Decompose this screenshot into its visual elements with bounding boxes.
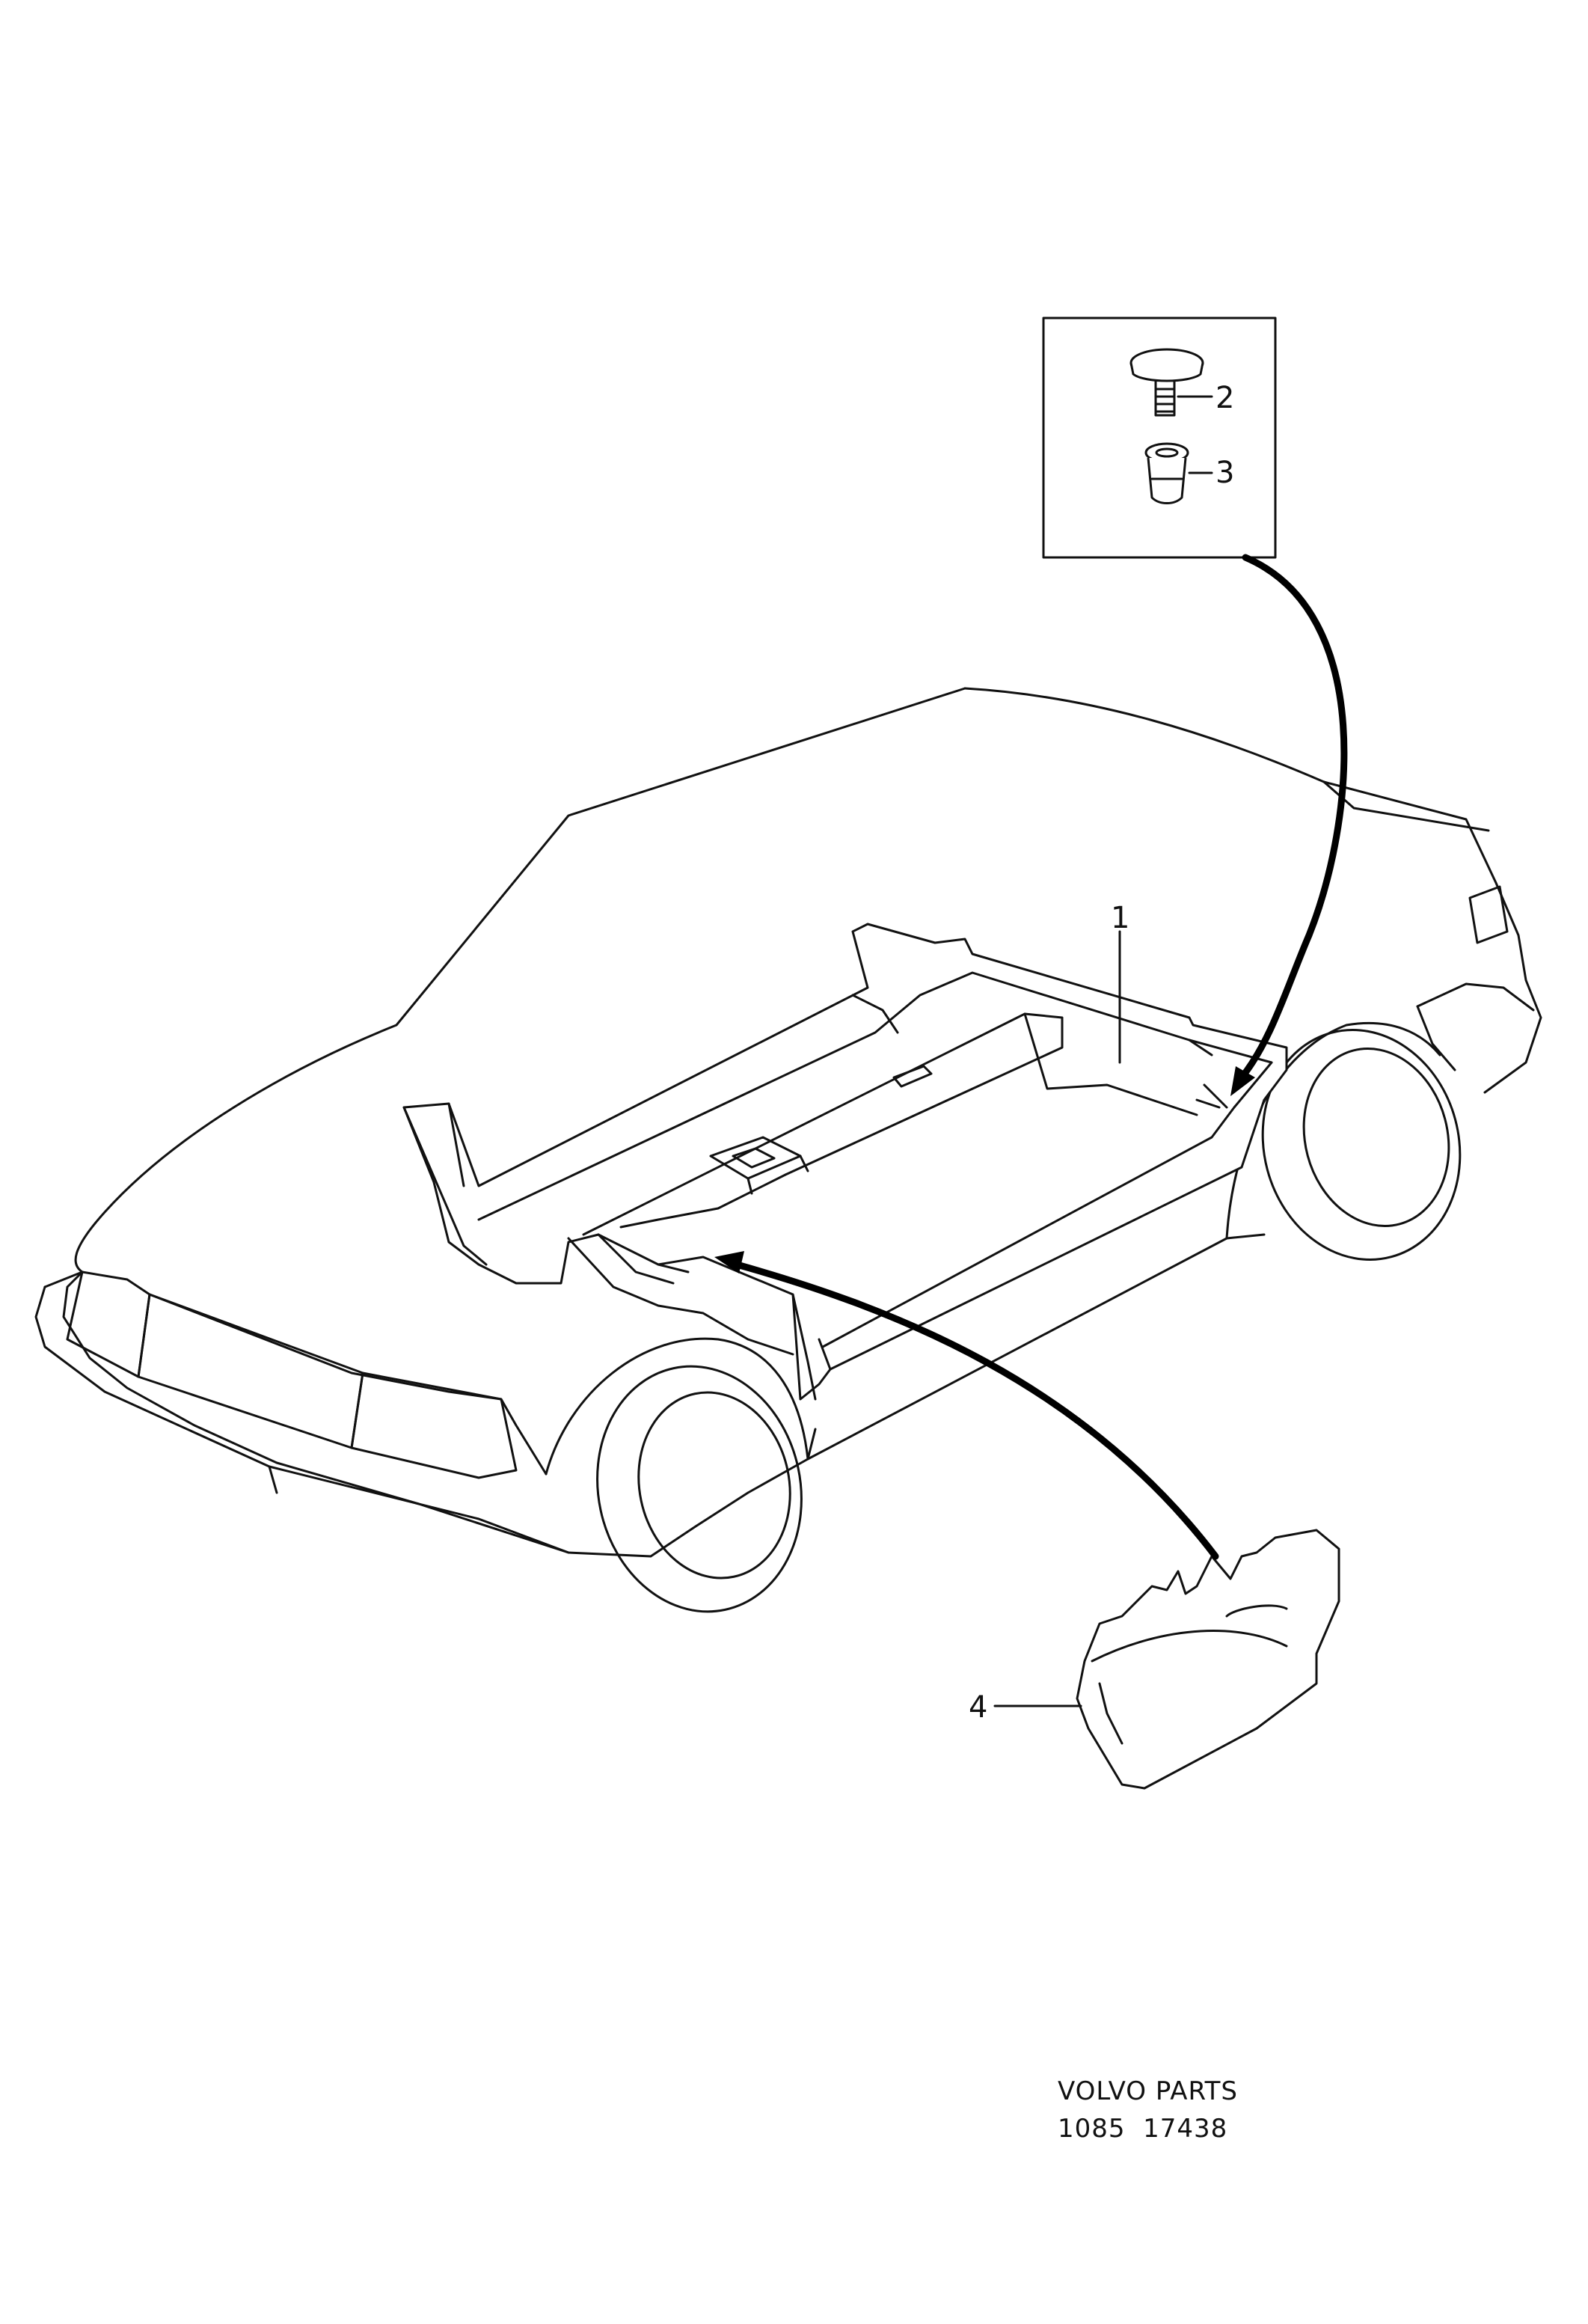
pointer-arrows: [714, 554, 1348, 1560]
side-panel-part: [1076, 1529, 1340, 1790]
clip-fastener-icon: [1129, 348, 1213, 417]
floor-carpet: [402, 923, 1288, 1401]
leader-lines: [993, 930, 1121, 1707]
push-nut-icon: [1144, 442, 1213, 504]
fastener-inset-box: [1042, 317, 1277, 559]
brand-label: VOLVO PARTS: [1058, 2076, 1238, 2106]
diagram-code: 1085 17438: [1058, 2114, 1228, 2144]
car-outline: [34, 687, 1542, 1613]
callout-4: 4: [969, 1690, 987, 1725]
parts-catalog-footer: VOLVO PARTS 1085 17438: [1058, 2073, 1238, 2147]
callout-3: 3: [1215, 456, 1234, 490]
callout-1: 1: [1111, 901, 1129, 935]
callout-2: 2: [1215, 381, 1234, 415]
